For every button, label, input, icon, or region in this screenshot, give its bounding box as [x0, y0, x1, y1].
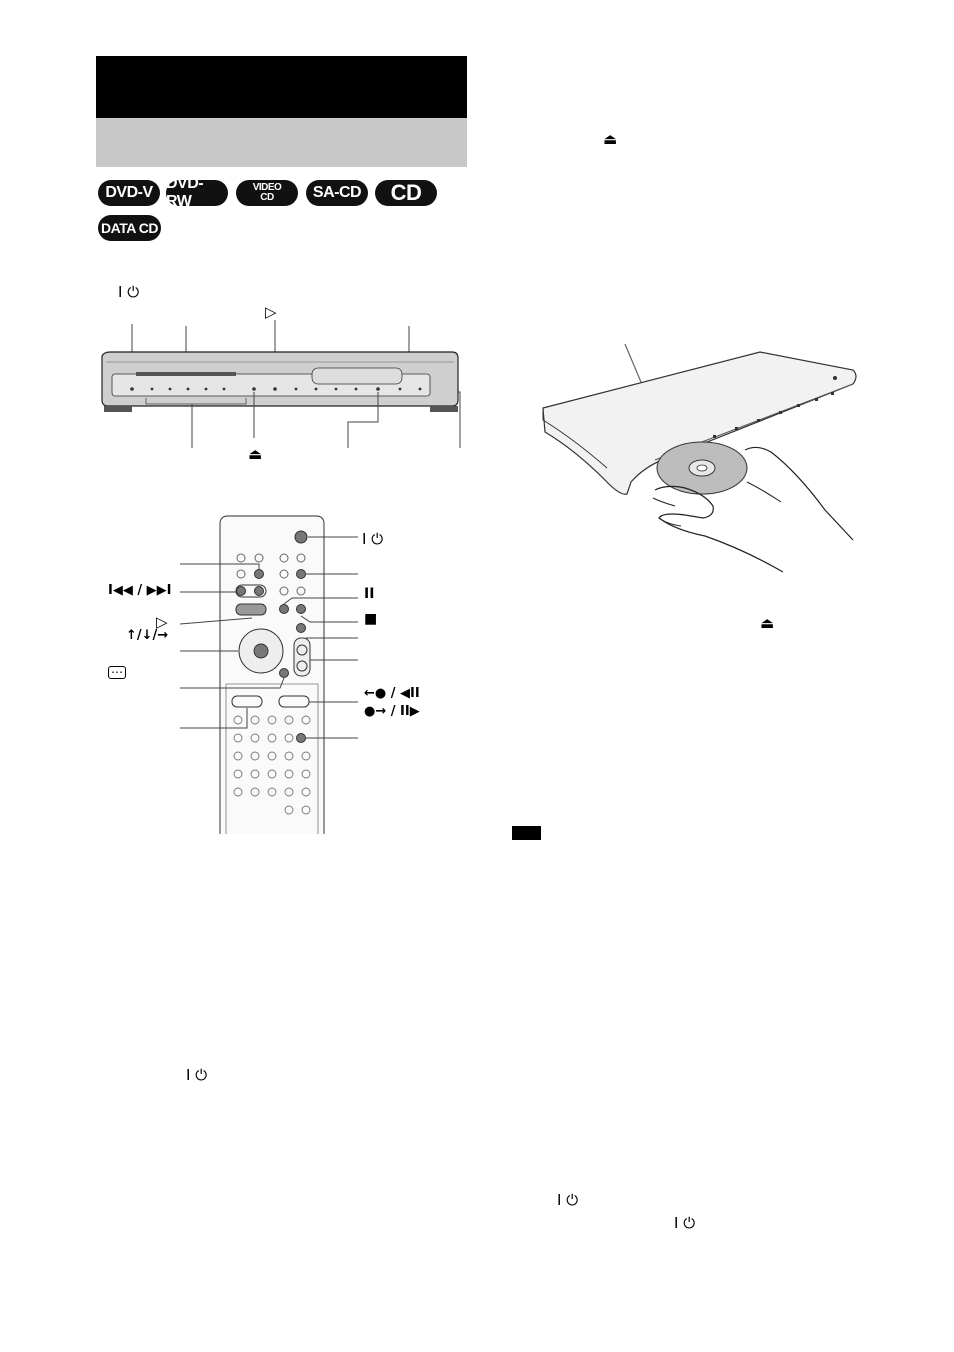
badge-sa-cd: SA-CD	[306, 180, 368, 206]
power-icon-text: I ⏻	[186, 1066, 208, 1084]
eject-icon-right: ⏏	[760, 614, 775, 632]
disc-insertion-illustration	[542, 343, 857, 573]
eject-icon-panel: ⏏	[248, 445, 263, 463]
badge-dvd-rw: DVD-RW	[166, 175, 228, 210]
play-icon-remote: ▷	[156, 613, 168, 631]
power-icon-remote: I ⏻	[362, 530, 384, 548]
power-icon-text-2: I ⏻	[557, 1191, 579, 1209]
arrow-keys-label: ↑/↓/→	[126, 628, 169, 643]
power-icon: I ⏻	[118, 283, 140, 301]
display-icon: ⋯	[108, 666, 126, 679]
pause-icon: II	[364, 586, 375, 602]
remote-control-illustration	[180, 515, 358, 834]
step-back-label: ←● / ◀II	[364, 686, 420, 701]
step-forward-label: ●→ / II▶	[364, 704, 420, 719]
badge-data-cd: DATA CD	[98, 215, 161, 241]
note-label-block	[512, 826, 541, 840]
front-panel-illustration	[101, 320, 461, 448]
badge-cd: CD	[375, 180, 437, 206]
section-header-bar	[96, 56, 467, 118]
eject-icon: ⏏	[603, 130, 618, 148]
stop-icon: ■	[364, 611, 378, 627]
badge-dvd-v: DVD-V	[98, 180, 160, 206]
section-subheader-bar	[96, 118, 467, 167]
prev-next-label: I◀◀ / ▶▶I	[108, 583, 172, 598]
power-icon-text-3: I ⏻	[674, 1214, 696, 1232]
play-icon: ▷	[265, 303, 277, 321]
